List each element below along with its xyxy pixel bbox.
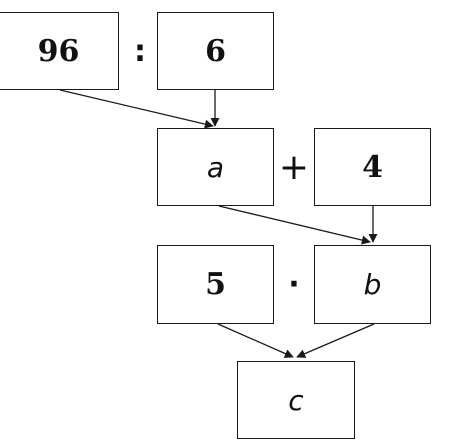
- arrow-b-to-c: [296, 323, 375, 358]
- addend-value: 4: [362, 149, 383, 185]
- divisor-value: 6: [205, 33, 226, 69]
- box-c: c: [237, 361, 355, 439]
- plus-operator: +: [278, 146, 310, 188]
- variable-c: c: [288, 383, 304, 417]
- variable-a: a: [206, 150, 225, 184]
- box-multiplier: 5: [157, 245, 274, 324]
- box-dividend: 96: [0, 12, 119, 90]
- arrow-96-to-a: [59, 89, 214, 129]
- dividend-value: 96: [37, 33, 80, 69]
- multiply-operator: ·: [288, 267, 300, 302]
- box-divisor: 6: [157, 12, 274, 90]
- multiplier-value: 5: [205, 267, 226, 302]
- divide-operator: :: [134, 33, 146, 69]
- box-a: a: [157, 128, 274, 206]
- box-b: b: [314, 245, 431, 324]
- variable-b: b: [363, 268, 382, 301]
- box-addend: 4: [314, 128, 431, 206]
- arrow-5-to-c: [217, 323, 294, 358]
- arrow-a-to-b: [218, 205, 371, 245]
